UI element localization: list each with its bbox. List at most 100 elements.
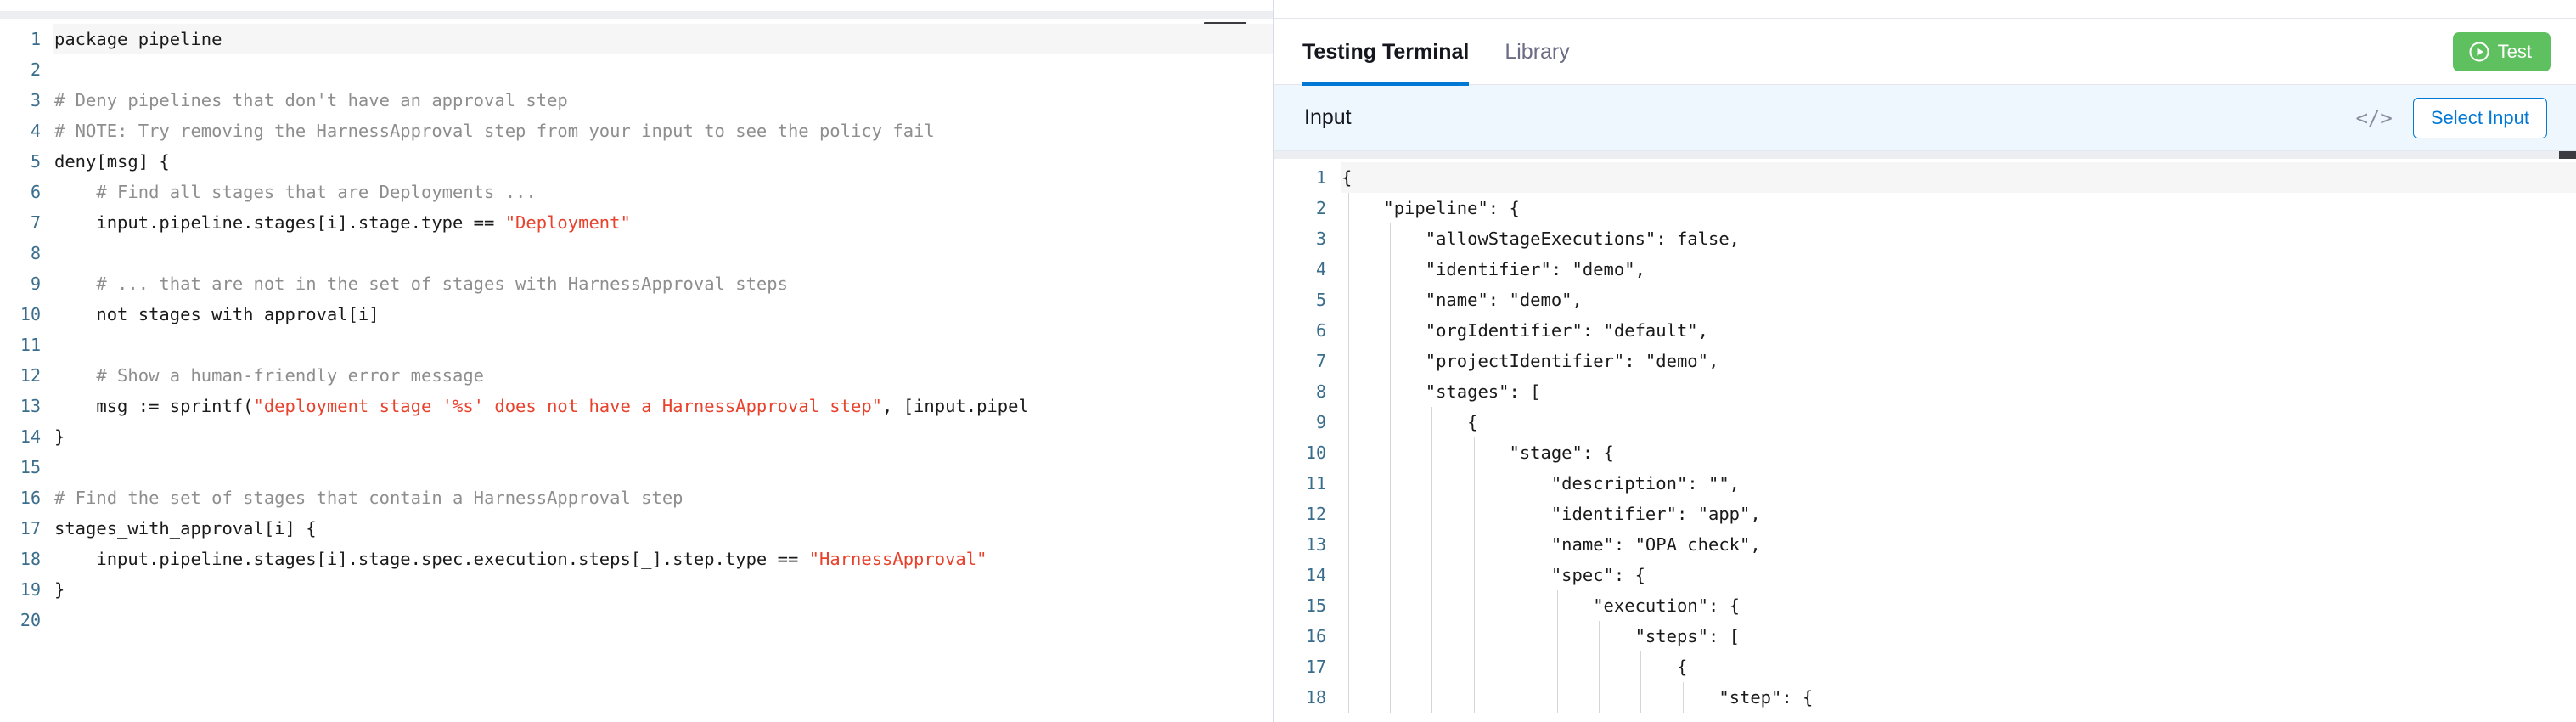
json-code-line[interactable]: "name": "demo", bbox=[1341, 285, 2576, 315]
editor-code-line[interactable]: } bbox=[54, 579, 65, 600]
indent-guide bbox=[1431, 590, 1433, 621]
json-code-line[interactable]: "step": { bbox=[1341, 682, 2576, 713]
indent-guide bbox=[1390, 590, 1392, 621]
indent-guide bbox=[1390, 285, 1392, 315]
indent-guide bbox=[1390, 529, 1392, 560]
json-code-line[interactable]: "execution": { bbox=[1341, 590, 2576, 621]
indent-guide bbox=[1599, 621, 1600, 651]
editor-code-line[interactable]: msg := sprintf("deployment stage '%s' do… bbox=[53, 391, 1273, 421]
editor-code-area[interactable]: package pipeline # Deny pipelines that d… bbox=[53, 19, 1273, 722]
indent-guide bbox=[1473, 468, 1475, 499]
input-section-header: Input </> Select Input bbox=[1274, 85, 2576, 151]
json-code-line[interactable]: "orgIdentifier": "default", bbox=[1341, 315, 2576, 346]
json-code-line[interactable]: "identifier": "demo", bbox=[1341, 254, 2576, 285]
json-line-number: 11 bbox=[1305, 473, 1326, 494]
json-code-line[interactable]: "stage": { bbox=[1341, 437, 2576, 468]
editor-line-number: 19 bbox=[20, 579, 41, 600]
editor-code-line[interactable]: } bbox=[54, 426, 65, 447]
indent-guide bbox=[1431, 468, 1433, 499]
json-line-number: 8 bbox=[1315, 381, 1326, 402]
tab-testing-terminal[interactable]: Testing Terminal bbox=[1302, 19, 1470, 86]
json-line-number: 5 bbox=[1315, 290, 1326, 310]
indent-guide bbox=[1348, 223, 1349, 254]
json-code-line[interactable]: "spec": { bbox=[1341, 560, 2576, 590]
editor-code-line[interactable] bbox=[53, 605, 1273, 635]
editor-code-line[interactable] bbox=[53, 54, 1273, 85]
indent-guide bbox=[1390, 468, 1392, 499]
editor-code-line[interactable]: # Find all stages that are Deployments .… bbox=[53, 177, 1273, 207]
editor-line-number: 18 bbox=[20, 549, 41, 569]
indent-guide bbox=[1431, 560, 1433, 590]
indent-guide bbox=[1348, 285, 1349, 315]
indent-guide bbox=[1431, 682, 1433, 713]
editor-code-line[interactable] bbox=[53, 452, 1273, 482]
indent-guide bbox=[1390, 407, 1392, 437]
code-tag-icon[interactable]: </> bbox=[2355, 105, 2393, 130]
indent-guide bbox=[1390, 223, 1392, 254]
indent-guide bbox=[1348, 590, 1349, 621]
indent-guide bbox=[1473, 651, 1475, 682]
json-line-number: 17 bbox=[1305, 657, 1326, 677]
tab-library-label: Library bbox=[1505, 39, 1570, 64]
json-code-area[interactable]: { "pipeline": { "allowStageExecutions": … bbox=[1341, 159, 2576, 713]
json-code-line[interactable]: "projectIdentifier": "demo", bbox=[1341, 346, 2576, 376]
indent-guide bbox=[1348, 560, 1349, 590]
json-code-line[interactable]: "name": "OPA check", bbox=[1341, 529, 2576, 560]
json-horizontal-scrollbar-track[interactable] bbox=[1274, 151, 2576, 159]
indent-guide bbox=[1473, 590, 1475, 621]
editor-line-number: 14 bbox=[20, 426, 41, 447]
tab-library[interactable]: Library bbox=[1505, 19, 1569, 85]
editor-line-number: 9 bbox=[30, 274, 41, 294]
indent-guide bbox=[1473, 682, 1475, 713]
editor-line-number: 1 bbox=[30, 29, 41, 49]
editor-line-number: 13 bbox=[20, 396, 41, 416]
indent-guide bbox=[1431, 499, 1433, 529]
indent-guide bbox=[1390, 499, 1392, 529]
editor-code-line[interactable]: package pipeline bbox=[53, 24, 1273, 54]
json-code-line[interactable]: "steps": [ bbox=[1341, 621, 2576, 651]
editor-line-number: 20 bbox=[20, 610, 41, 630]
editor-code-line[interactable]: not stages_with_approval[i] bbox=[53, 299, 1273, 330]
json-line-number: 7 bbox=[1315, 351, 1326, 371]
editor-code-line[interactable]: deny[msg] { bbox=[54, 151, 170, 172]
json-code-line[interactable]: "stages": [ bbox=[1341, 376, 2576, 407]
indent-guide bbox=[1348, 529, 1349, 560]
editor-code-line[interactable]: # NOTE: Try removing the HarnessApproval… bbox=[54, 121, 935, 141]
indent-guide bbox=[1390, 315, 1392, 346]
test-button[interactable]: Test bbox=[2452, 31, 2551, 71]
indent-guide bbox=[1348, 651, 1349, 682]
json-code-line[interactable]: "pipeline": { bbox=[1341, 193, 2576, 223]
json-code-line[interactable]: { bbox=[1341, 407, 2576, 437]
editor-code-line[interactable]: # Deny pipelines that don't have an appr… bbox=[54, 90, 568, 110]
editor-code-line[interactable] bbox=[53, 330, 1273, 360]
editor-code-line[interactable]: # Find the set of stages that contain a … bbox=[54, 488, 683, 508]
indent-guide bbox=[1348, 621, 1349, 651]
indent-guide bbox=[1473, 499, 1475, 529]
json-line-number: 15 bbox=[1305, 595, 1326, 616]
editor-code-line[interactable]: input.pipeline.stages[i].stage.spec.exec… bbox=[53, 544, 1273, 574]
editor-code-line[interactable]: # ... that are not in the set of stages … bbox=[53, 268, 1273, 299]
json-line-number: 4 bbox=[1315, 259, 1326, 279]
indent-guide bbox=[1390, 682, 1392, 713]
indent-guide bbox=[1640, 682, 1642, 713]
editor-horizontal-scrollbar-track[interactable] bbox=[0, 11, 1273, 30]
editor-code-line[interactable]: input.pipeline.stages[i].stage.type == "… bbox=[53, 207, 1273, 238]
json-code-line[interactable]: { bbox=[1341, 651, 2576, 682]
json-code-line[interactable]: "allowStageExecutions": false, bbox=[1341, 223, 2576, 254]
editor-line-number: 4 bbox=[30, 121, 41, 141]
json-line-number: 2 bbox=[1315, 198, 1326, 218]
json-line-number: 14 bbox=[1305, 565, 1326, 585]
json-line-number: 12 bbox=[1305, 504, 1326, 524]
json-horizontal-scrollbar-thumb[interactable] bbox=[2559, 151, 2576, 159]
json-code-line[interactable]: "description": "", bbox=[1341, 468, 2576, 499]
editor-code-line[interactable]: stages_with_approval[i] { bbox=[54, 518, 317, 539]
editor-code-line[interactable] bbox=[53, 238, 1273, 268]
select-input-button[interactable]: Select Input bbox=[2412, 97, 2547, 138]
editor-line-number: 6 bbox=[30, 182, 41, 202]
json-code-line[interactable]: { bbox=[1341, 162, 2576, 193]
json-code-line[interactable]: "identifier": "app", bbox=[1341, 499, 2576, 529]
editor-code-line[interactable]: # Show a human-friendly error message bbox=[53, 360, 1273, 391]
